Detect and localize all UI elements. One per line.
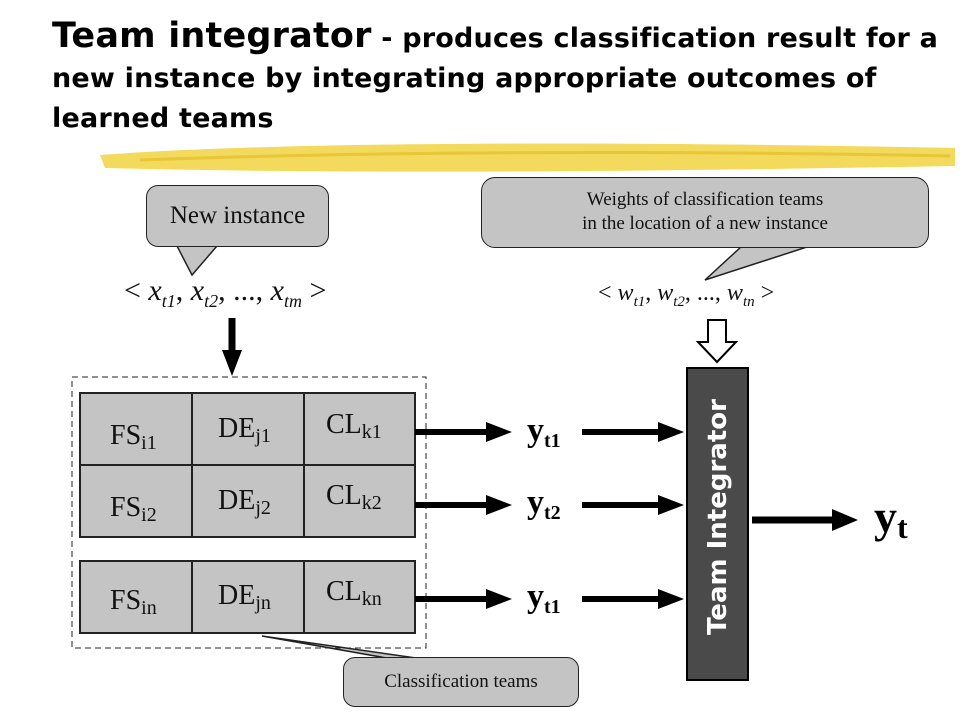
y-n-sub: t1 <box>544 596 561 618</box>
fs-cell-1: FSi1 <box>110 420 157 455</box>
team-row-n <box>79 560 416 634</box>
y-output-1: yt1 <box>527 412 561 453</box>
weights-label-line2: in the location of a new instance <box>582 213 828 234</box>
yn-to-integrator-arrow <box>582 589 684 609</box>
instance-xm: x <box>270 274 284 307</box>
row-1-arrow <box>415 422 512 442</box>
de-cell-2: DEj2 <box>218 485 271 520</box>
instance-vector-open: < <box>124 274 141 307</box>
team-integrator-label: Team Integrator <box>703 399 733 635</box>
y2-to-integrator-arrow <box>582 495 684 515</box>
fs-1-sub: i1 <box>141 432 157 454</box>
cl-1-sub: k1 <box>361 421 382 443</box>
row-2-arrow <box>415 495 512 515</box>
de-2-sub: j2 <box>255 497 271 519</box>
weights-w1-sub: t1 <box>633 293 646 310</box>
slide-title: Team integrator - produces classificatio… <box>52 16 952 139</box>
weights-vector: < wt1, wt2, ..., wtn > <box>598 280 774 311</box>
new-instance-label: New instance <box>169 202 306 229</box>
weights-w2-sub: t2 <box>673 293 685 310</box>
cl-1-label: CL <box>326 409 362 440</box>
team-row-1 <box>79 392 416 466</box>
final-output-sub: t <box>897 509 908 545</box>
final-output-label: y <box>874 491 897 542</box>
team-integrator-box <box>686 367 749 681</box>
de-cell-n: DEjn <box>218 580 271 615</box>
instance-x1: x <box>148 274 162 307</box>
de-1-sub: j1 <box>255 425 271 447</box>
y-output-2: yt2 <box>527 484 561 525</box>
y-1-label: y <box>527 412 544 449</box>
weights-vector-close: > <box>760 280 775 306</box>
weights-bubble-tail <box>704 245 811 281</box>
cl-cell-2: CLk2 <box>326 480 382 515</box>
title-rest: - produces classification result for a n… <box>52 23 939 134</box>
teams-label: Classification teams <box>384 671 538 692</box>
instance-ellipsis: ... <box>233 274 256 307</box>
instance-x2-sub: t2 <box>204 291 219 311</box>
weights-vector-open: < <box>598 280 612 306</box>
weights-wn: w <box>726 280 743 306</box>
weights-wn-sub: tn <box>742 293 755 310</box>
cl-2-sub: k2 <box>361 492 382 514</box>
teams-bubble: Classification teams <box>343 657 579 707</box>
de-1-label: DE <box>218 413 256 444</box>
new-instance-bubble-tail <box>175 245 219 277</box>
fs-2-sub: i2 <box>141 504 157 526</box>
instance-sep-1: , <box>175 274 191 307</box>
weights-bubble: Weights of classification teams in the l… <box>481 177 929 248</box>
de-n-sub: jn <box>255 592 271 614</box>
weights-sep-1: , <box>645 280 658 306</box>
cl-2-label: CL <box>326 480 362 511</box>
instance-sep-3: , <box>255 274 271 307</box>
teams-dashed-box <box>71 376 427 649</box>
fs-cell-n: FSin <box>110 585 157 620</box>
output-arrow <box>752 509 858 531</box>
fs-cell-2: FSi2 <box>110 492 157 527</box>
cl-n-label: CL <box>326 576 362 607</box>
weights-hollow-arrow <box>695 319 739 364</box>
cl-n-sub: kn <box>361 588 382 610</box>
y-n-label: y <box>527 578 544 615</box>
instance-down-arrow <box>222 318 242 376</box>
title-main: Team integrator <box>52 16 372 56</box>
weights-sep-3: , <box>714 280 727 306</box>
y-2-sub: t2 <box>544 502 561 524</box>
fs-n-sub: in <box>141 597 157 619</box>
cl-cell-n: CLkn <box>326 576 382 611</box>
de-cell-1: DEj1 <box>218 413 271 448</box>
de-2-label: DE <box>218 485 256 516</box>
fs-n-label: FS <box>110 585 142 616</box>
instance-sep-2: , <box>218 274 234 307</box>
new-instance-bubble: New instance <box>146 185 329 247</box>
weights-w2: w <box>657 280 674 306</box>
de-n-label: DE <box>218 580 256 611</box>
team-row-2 <box>79 464 416 538</box>
instance-x2: x <box>190 274 205 307</box>
instance-vector-close: > <box>309 274 327 307</box>
y-output-n: yt1 <box>527 578 561 619</box>
weights-sep-2: , <box>684 280 697 306</box>
y-1-sub: t1 <box>544 430 561 452</box>
instance-x1-sub: t1 <box>161 291 176 311</box>
fs-2-label: FS <box>110 492 142 523</box>
cl-cell-1: CLk1 <box>326 409 382 444</box>
instance-vector: < xt1, xt2, ..., xtm > <box>124 274 326 312</box>
weights-w1: w <box>617 280 634 306</box>
final-output: yt <box>874 490 908 546</box>
y-2-label: y <box>527 484 544 521</box>
weights-ellipsis: ... <box>696 280 715 306</box>
weights-label-line1: Weights of classification teams <box>586 189 824 210</box>
title-underline <box>100 143 955 172</box>
row-n-arrow <box>415 589 512 609</box>
y1-to-integrator-arrow <box>582 422 684 442</box>
fs-1-label: FS <box>110 420 142 451</box>
instance-xm-sub: tm <box>283 291 302 311</box>
